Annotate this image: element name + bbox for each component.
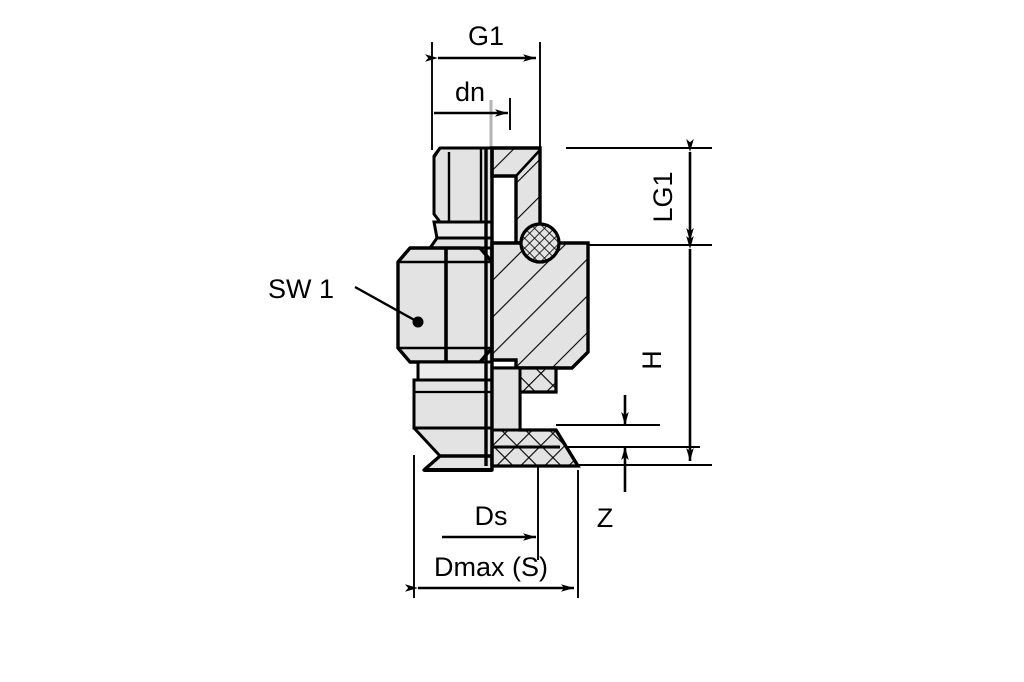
dimension-g1: G1 [425,21,536,62]
dimension-lg1: LG1 [648,139,694,241]
bore-lines [484,148,494,466]
dimension-z: Z [597,395,629,533]
stud-section-chamfer [515,149,541,177]
dim-label-dmax: Dmax (S) [434,552,548,582]
extension-lines [413,42,712,598]
cup-lip-left [422,454,494,472]
dim-label-h: H [637,350,667,370]
callout-label-sw1: SW 1 [268,274,334,304]
drawing-geometry: G1 dn LG1 H Z Ds Dm [268,21,712,598]
shank-collar-upper [416,360,494,382]
cup-core-plain [490,366,522,432]
o-ring-seal [519,222,561,264]
stud-chamfer-top [432,147,442,158]
callout-leader-sw1 [354,285,419,324]
body-section-hatch [492,243,588,368]
dimension-ds: Ds [442,501,536,541]
dim-label-ds: Ds [475,501,508,531]
dimension-h: H [637,236,694,461]
dimension-dmax: Dmax (S) [405,552,574,592]
threaded-stud [427,146,494,250]
callout-sw1: SW 1 [268,274,424,328]
dim-label-g1: G1 [468,21,504,51]
dim-label-dn: dn [455,77,485,107]
lower-shank [412,360,494,472]
cup-lip-taper-right [554,429,580,467]
dimension-dn: dn [434,77,508,117]
stud-runout-collar [432,220,494,240]
shank-barrel [412,378,494,430]
o-ring-circle [519,222,561,264]
stud-outline-left [432,146,494,224]
callout-dot-sw1 [412,316,424,328]
cup-neck-left [412,426,494,458]
hex-nut-corner-tl [396,247,412,263]
dim-label-z: Z [597,503,614,533]
dim-label-lg1: LG1 [648,171,678,222]
suction-cup-section [490,366,581,468]
hex-nut-sw1 [396,246,494,364]
